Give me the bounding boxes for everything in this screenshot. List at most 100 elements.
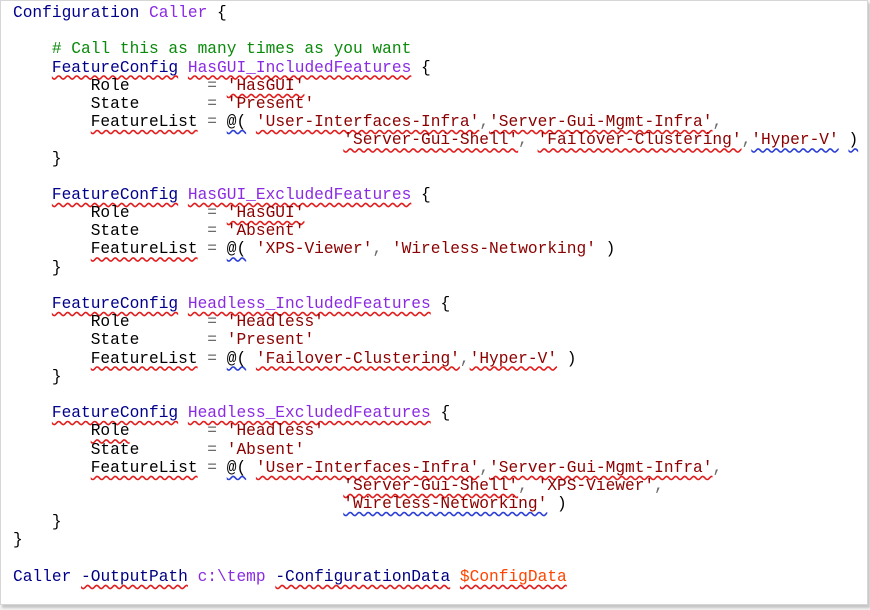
code-line: Configuration Caller {: [13, 4, 858, 22]
state-value: 'Present': [226, 94, 315, 113]
code-line: FeatureConfig Headless_ExcludedFeatures …: [13, 404, 858, 422]
code-line: FeatureConfig Headless_IncludedFeatures …: [13, 295, 858, 313]
code-line: }: [13, 368, 858, 386]
property-featurelist: FeatureList: [90, 113, 198, 132]
property-role: Role: [90, 313, 130, 332]
code-line: Caller -OutputPath c:\temp -Configuratio…: [13, 568, 858, 586]
feature-value: 'XPS-Viewer': [255, 240, 373, 259]
array-close: ): [848, 131, 859, 150]
code-line: [13, 550, 858, 568]
state-value: 'Present': [226, 331, 315, 350]
close-brace: }: [51, 149, 62, 168]
role-value: 'HasGUI': [226, 204, 305, 223]
assign-operator: =: [207, 76, 218, 95]
code-line: State = 'Present': [13, 331, 858, 349]
property-role: Role: [90, 204, 130, 223]
comma: ,: [479, 113, 490, 132]
role-value: 'Headless': [226, 422, 324, 441]
code-line: }: [13, 150, 858, 168]
feature-value: 'Server-Gui-Mgmt-Infra': [489, 458, 713, 477]
code-line: [13, 277, 858, 295]
code-line: FeatureConfig HasGUI_ExcludedFeatures {: [13, 186, 858, 204]
feature-value: 'Failover-Clustering': [537, 131, 742, 150]
feature-value: 'Server-Gui-Shell': [343, 131, 519, 150]
property-state: State: [90, 222, 140, 241]
code-line: Role = 'Headless': [13, 313, 858, 331]
resource-keyword: FeatureConfig: [51, 404, 179, 423]
feature-value: 'Wireless-Networking': [343, 495, 548, 514]
comma: ,: [654, 476, 664, 495]
close-brace: }: [51, 258, 62, 277]
comma: ,: [459, 349, 470, 368]
close-brace: }: [51, 367, 62, 386]
array-open: @(: [226, 458, 247, 477]
feature-value: 'Server-Gui-Shell': [343, 476, 519, 495]
array-open: @(: [226, 240, 247, 259]
configuration-keyword: Configuration: [13, 4, 140, 22]
code-line: Role = 'HasGUI': [13, 77, 858, 95]
assign-operator: =: [207, 331, 218, 350]
array-close: ): [605, 240, 616, 259]
array-close: ): [557, 495, 567, 514]
feature-value: 'Hyper-V': [469, 349, 558, 368]
feature-value: 'Wireless-Networking': [391, 240, 596, 259]
role-value: 'HasGUI': [226, 76, 305, 95]
resource-keyword: FeatureConfig: [51, 185, 179, 204]
resource-name: HasGUI_ExcludedFeatures: [187, 185, 412, 204]
open-brace: {: [440, 404, 451, 423]
code-comment: # Call this as many times as you want: [51, 40, 412, 59]
comma: ,: [712, 113, 723, 132]
open-brace: {: [421, 58, 431, 77]
code-line: [13, 386, 858, 404]
code-line: FeatureList = @( 'Failover-Clustering','…: [13, 350, 858, 368]
code-line: 'Server-Gui-Shell', 'Failover-Clustering…: [13, 131, 858, 149]
property-state: State: [90, 331, 140, 350]
property-state: State: [90, 440, 140, 459]
resource-name: Headless_IncludedFeatures: [187, 295, 431, 313]
code-line: Role = 'Headless': [13, 422, 858, 440]
feature-value: 'User-Interfaces-Infra': [255, 458, 480, 477]
resource-name: Headless_ExcludedFeatures: [187, 404, 431, 423]
feature-value: 'User-Interfaces-Infra': [255, 113, 480, 132]
call-command: Caller: [13, 567, 72, 586]
call-value-path: c:\temp: [197, 567, 266, 586]
code-line: State = 'Absent': [13, 222, 858, 240]
code-line: State = 'Absent': [13, 441, 858, 459]
property-featurelist: FeatureList: [90, 349, 198, 368]
call-param-outputpath: -OutputPath: [81, 567, 188, 586]
comma: ,: [741, 131, 752, 150]
assign-operator: =: [207, 458, 218, 477]
open-brace: {: [421, 185, 431, 204]
code-line: FeatureList = @( 'XPS-Viewer', 'Wireless…: [13, 240, 858, 258]
code-line: [13, 168, 858, 186]
comma: ,: [518, 476, 528, 495]
resource-keyword: FeatureConfig: [51, 58, 179, 77]
comma: ,: [479, 458, 490, 477]
assign-operator: =: [207, 349, 218, 368]
feature-value: 'XPS-Viewer': [537, 476, 655, 495]
call-param-configurationdata: -ConfigurationData: [275, 567, 451, 586]
resource-name: HasGUI_IncludedFeatures: [187, 58, 412, 77]
code-line: [13, 22, 858, 40]
resource-keyword: FeatureConfig: [51, 295, 179, 313]
configuration-name: Caller: [149, 4, 208, 22]
code-line: FeatureList = @( 'User-Interfaces-Infra'…: [13, 113, 858, 131]
comma: ,: [372, 240, 383, 259]
state-value: 'Absent': [226, 222, 305, 241]
open-brace: {: [440, 295, 451, 313]
assign-operator: =: [207, 313, 218, 332]
assign-operator: =: [207, 204, 218, 223]
code-line: 'Server-Gui-Shell', 'XPS-Viewer',: [13, 477, 858, 495]
role-value: 'Headless': [226, 313, 324, 332]
assign-operator: =: [207, 422, 218, 441]
code-line: }: [13, 513, 858, 531]
property-role: Role: [90, 422, 130, 441]
feature-value: 'Server-Gui-Mgmt-Infra': [489, 113, 713, 132]
feature-value: 'Failover-Clustering': [255, 349, 460, 368]
code-editor[interactable]: Configuration Caller { # Call this as ma…: [13, 4, 858, 586]
assign-operator: =: [207, 94, 218, 113]
array-open: @(: [226, 349, 247, 368]
call-value-variable: $ConfigData: [459, 567, 567, 586]
array-open: @(: [226, 113, 247, 132]
